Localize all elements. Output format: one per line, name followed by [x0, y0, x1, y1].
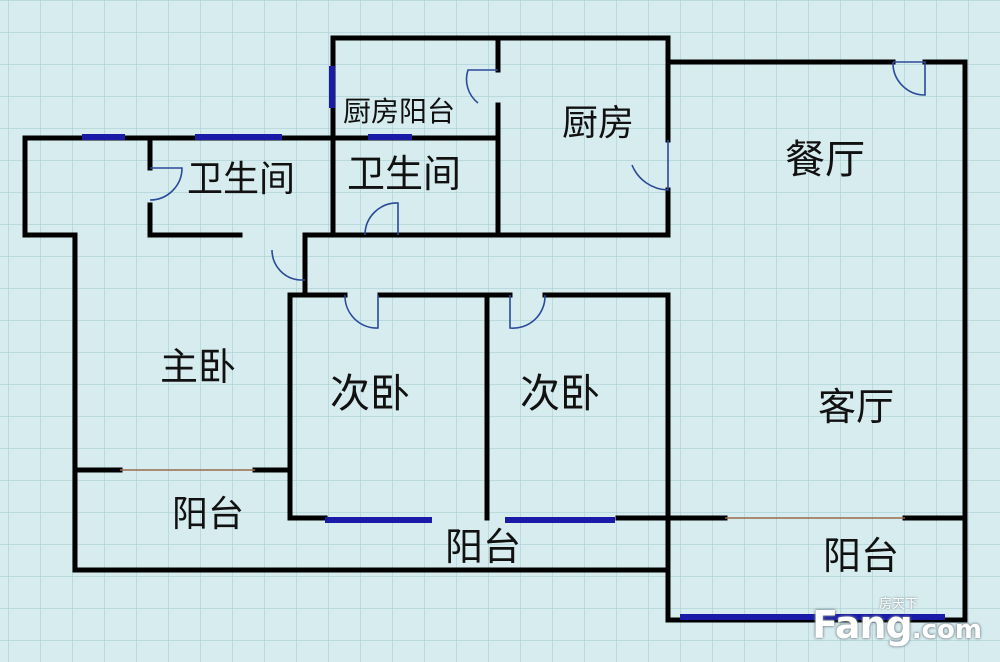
label-kitchen: 厨房 [562, 103, 635, 144]
label-balcony-1: 阳台 [172, 494, 245, 535]
label-second-bedroom-1: 次卧 [330, 371, 410, 417]
label-dining: 餐厅 [785, 137, 865, 183]
watermark-small-text: 房天下 [878, 597, 918, 612]
watermark-suffix: .com [911, 615, 982, 645]
label-bathroom-2: 卫生间 [347, 152, 462, 196]
windows [82, 66, 945, 620]
label-balcony-2: 阳台 [445, 525, 522, 569]
door-swings [149, 61, 926, 329]
label-kitchen-balcony: 厨房阳台 [343, 95, 456, 128]
label-master-bedroom: 主卧 [160, 345, 237, 389]
label-living-room: 客厅 [818, 385, 895, 429]
watermark-brand: Fang [812, 603, 913, 647]
walls [22, 35, 968, 623]
label-balcony-3: 阳台 [823, 534, 900, 578]
label-second-bedroom-2: 次卧 [520, 371, 600, 417]
sliding-doors [120, 469, 905, 519]
watermark-logo: Fang.com [812, 606, 982, 644]
label-bathroom-1: 卫生间 [187, 159, 296, 200]
